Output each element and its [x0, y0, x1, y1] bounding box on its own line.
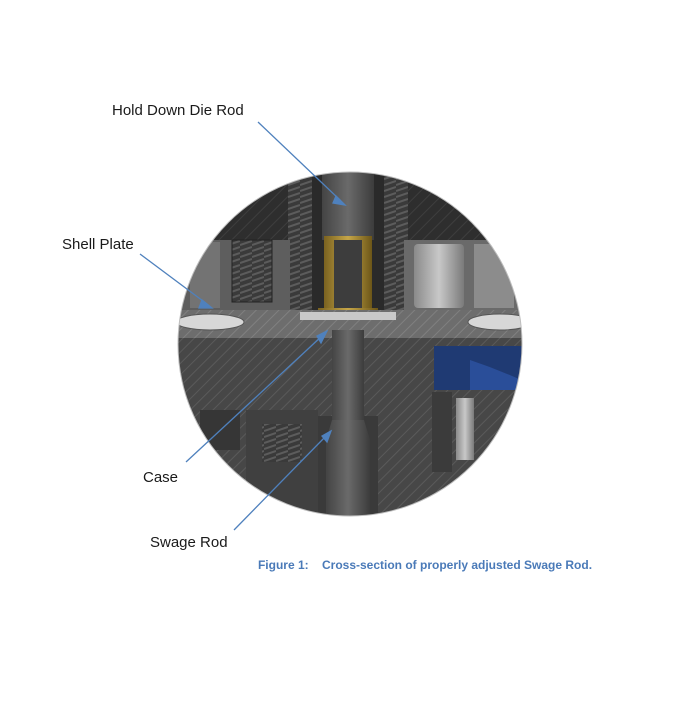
blue-part: [434, 346, 522, 390]
set-screw: [232, 240, 272, 302]
swage-rod-shape: [318, 330, 378, 516]
label-swage-rod: Swage Rod: [150, 534, 228, 551]
label-shell-plate: Shell Plate: [62, 236, 134, 253]
cross-section-view: [178, 172, 522, 516]
label-hold-down-die-rod: Hold Down Die Rod: [112, 102, 244, 119]
right-pin: [414, 244, 464, 308]
leader-lines: [139, 121, 347, 531]
label-case: Case: [143, 469, 179, 486]
figure-caption: Figure 1: Cross-section of properly adju…: [0, 558, 700, 572]
hold-down-die-rod: [322, 172, 374, 240]
figure-number: Figure 1:: [257, 558, 309, 572]
case-shape: [318, 236, 378, 332]
figure-caption-text: Cross-section of properly adjusted Swage…: [321, 558, 593, 572]
